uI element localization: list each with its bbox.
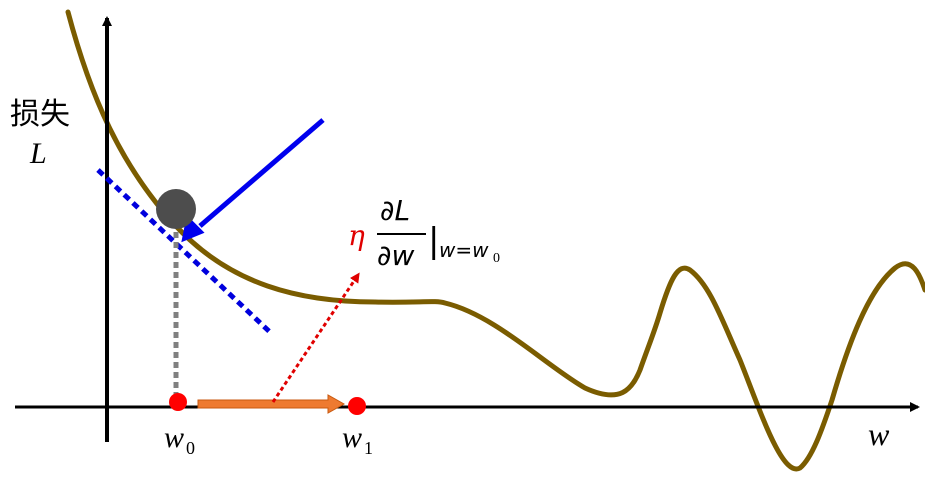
svg-text:1: 1 [364, 438, 373, 458]
svg-text:0: 0 [186, 438, 195, 458]
force-arrow [181, 118, 325, 243]
formula-denominator: ∂w [377, 239, 414, 272]
svg-text:w: w [164, 421, 184, 454]
w1-label: w 1 [342, 421, 373, 458]
x-axis-symbol: w [868, 416, 890, 452]
evaluation-subscript-index: 0 [493, 251, 500, 266]
evaluation-subscript: w=w [439, 238, 489, 262]
tangent-line [96, 168, 274, 336]
w0-label: w 0 [164, 421, 195, 458]
y-axis-label: 损失 [10, 98, 70, 131]
eta-symbol: η [348, 219, 365, 252]
formula-numerator: ∂L [380, 194, 410, 227]
svg-text:w: w [342, 421, 362, 454]
step-arrow [197, 394, 346, 414]
evaluation-bar: | [428, 221, 439, 261]
gradient-formula: η ∂L ∂w | w=w 0 [348, 194, 500, 272]
point-w0 [169, 393, 187, 411]
point-w1 [348, 397, 366, 415]
loss-curve [65, 9, 925, 472]
ball-icon [156, 189, 196, 229]
gradient-arrow [271, 272, 360, 403]
y-axis-symbol: L [29, 137, 47, 170]
